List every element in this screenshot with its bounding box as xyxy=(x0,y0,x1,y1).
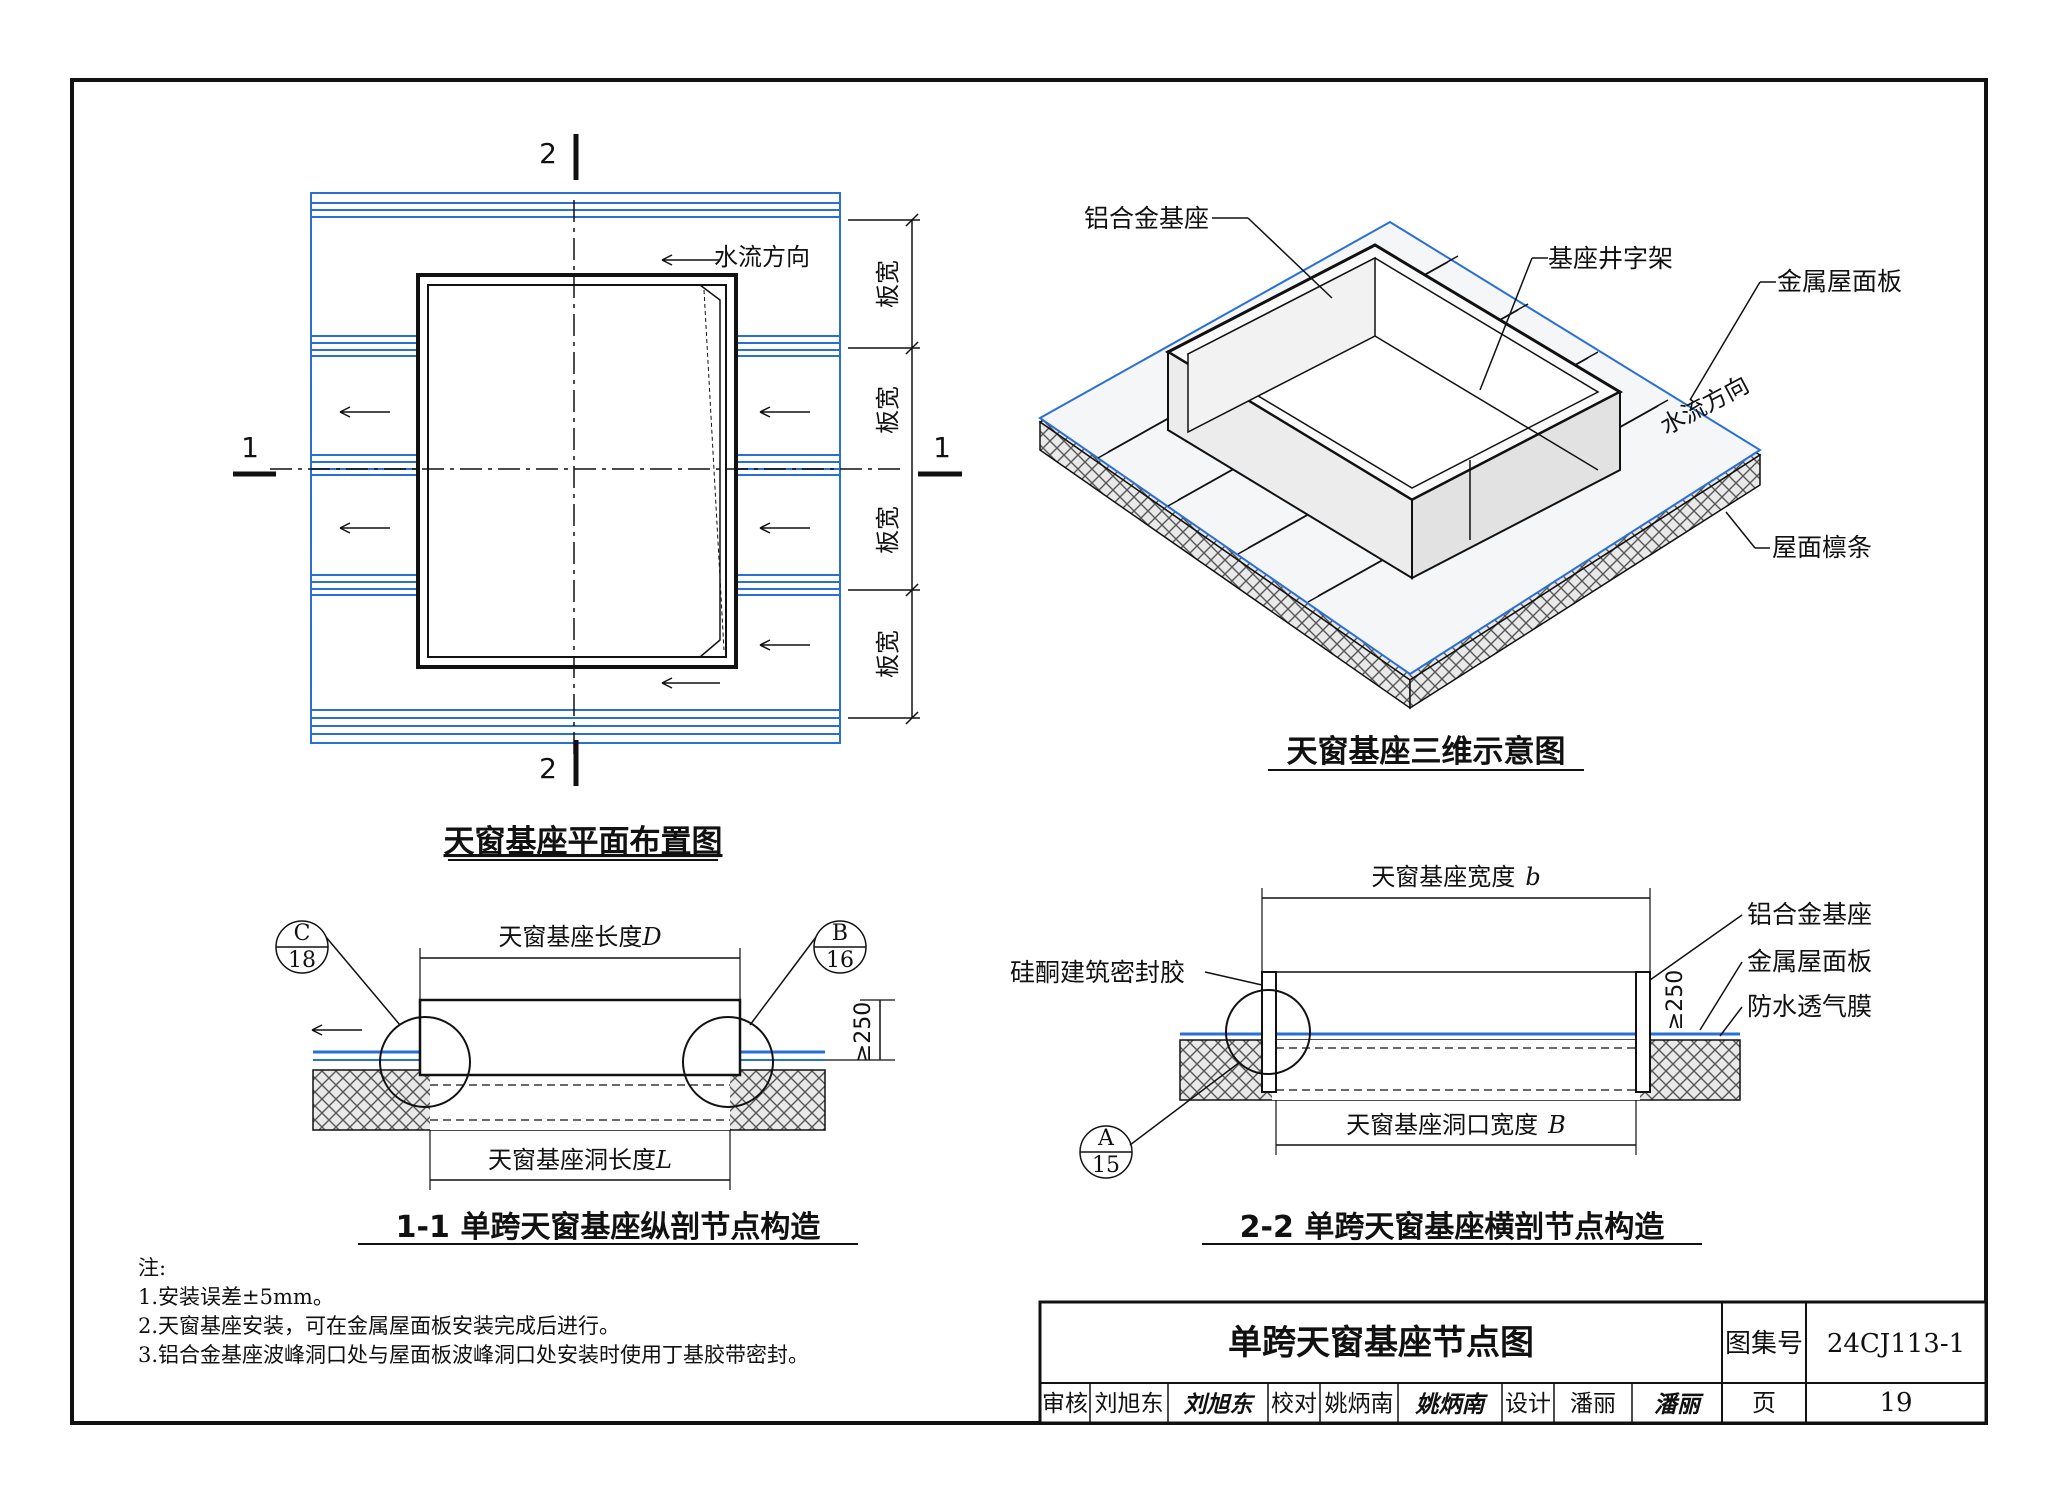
note-item: 2.天窗基座安装，可在金属屋面板安装完成后进行。 xyxy=(138,1314,621,1338)
plan-view-title: 天窗基座平面布置图 xyxy=(444,824,723,860)
flow-direction-label: 水流方向 xyxy=(714,243,810,271)
section11-hole-label: 天窗基座洞长度L xyxy=(488,1146,672,1174)
design-label: 设计 xyxy=(1505,1391,1551,1417)
panel-width-label-1: 板宽 xyxy=(874,260,902,308)
iso-label-base: 铝合金基座 xyxy=(1084,204,1209,233)
atlas-label: 图集号 xyxy=(1725,1329,1803,1359)
panel-width-label-2: 板宽 xyxy=(874,386,902,434)
title-block: 单跨天窗基座节点图 图集号 24CJ113-1 审核 刘旭东 刘旭东 校对 姚炳… xyxy=(1038,1300,1988,1425)
section22-label-sealant: 硅酮建筑密封胶 xyxy=(1010,958,1185,987)
callout-a-page: 15 xyxy=(1092,1153,1120,1178)
plan-view: 1 1 2 2 水流方向 板宽 板宽 板宽 板宽 xyxy=(233,134,962,861)
section11-height-label: ≥250 xyxy=(851,1002,876,1062)
page-label: 页 xyxy=(1752,1389,1776,1417)
note-item: 3.铝合金基座波峰洞口处与屋面板波峰洞口处安装时使用丁基胶带密封。 xyxy=(138,1343,810,1367)
section22-label-membrane: 防水透气膜 xyxy=(1747,992,1872,1021)
section22-title: 2-2 单跨天窗基座横剖节点构造 xyxy=(1240,1210,1665,1245)
detail-circle-a xyxy=(1225,989,1311,1075)
note-item: 1.安装误差±5mm。 xyxy=(138,1285,334,1309)
callout-b-letter: B xyxy=(832,921,848,946)
panel-width-label-4: 板宽 xyxy=(874,630,902,678)
detail-circle-b xyxy=(682,1016,774,1108)
isometric-view: 铝合金基座 基座井字架 金属屋面板 水流方向 屋面檩条 天窗基座三维示意图 xyxy=(1038,204,1902,771)
flow-arrows xyxy=(339,254,810,689)
section11-title: 1-1 单跨天窗基座纵剖节点构造 xyxy=(396,1210,821,1245)
section22-height-label: ≥250 xyxy=(1663,970,1688,1030)
section-1-1: 天窗基座长度D 天窗基座洞长度L ≥250 C 18 B 16 1-1 单跨天窗… xyxy=(275,920,895,1245)
page-number: 19 xyxy=(1879,1388,1912,1418)
section-1-right-label: 1 xyxy=(933,431,951,464)
section-1-left-label: 1 xyxy=(241,431,259,464)
panel-width-dims xyxy=(848,213,920,725)
check-signature: 姚炳南 xyxy=(1415,1391,1489,1418)
atlas-number: 24CJ113-1 xyxy=(1827,1329,1965,1359)
callout-c-page: 18 xyxy=(288,948,316,973)
base-frame-inner xyxy=(427,284,727,658)
design-signature: 潘丽 xyxy=(1654,1391,1704,1418)
drawing-title: 单跨天窗基座节点图 xyxy=(1228,1323,1534,1363)
check-name: 姚炳南 xyxy=(1325,1391,1394,1417)
iso-label-frame: 基座井字架 xyxy=(1548,244,1673,273)
review-signature: 刘旭东 xyxy=(1184,1391,1256,1418)
check-label: 校对 xyxy=(1271,1391,1317,1417)
review-label: 审核 xyxy=(1042,1391,1088,1417)
detail-circle-c xyxy=(379,1016,471,1108)
notes-block: 注: 1.安装误差±5mm。 2.天窗基座安装，可在金属屋面板安装完成后进行。 … xyxy=(138,1254,809,1370)
section-2-top-label: 2 xyxy=(539,137,557,170)
callout-c-letter: C xyxy=(294,921,311,946)
section11-length-label: 天窗基座长度D xyxy=(498,923,661,951)
iso-label-panel: 金属屋面板 xyxy=(1777,267,1902,296)
iso-label-purlin: 屋面檩条 xyxy=(1772,533,1872,562)
callout-b-page: 16 xyxy=(826,948,854,973)
design-name: 潘丽 xyxy=(1570,1391,1616,1417)
notes-heading: 注: xyxy=(138,1256,167,1280)
panel-width-label-3: 板宽 xyxy=(874,506,902,554)
section22-label-panel: 金属屋面板 xyxy=(1747,947,1872,976)
callout-a-letter: A xyxy=(1097,1126,1115,1151)
section-2-bottom-label: 2 xyxy=(539,752,557,785)
section11-base xyxy=(418,998,742,1077)
iso-view-title: 天窗基座三维示意图 xyxy=(1287,734,1566,770)
review-name: 刘旭东 xyxy=(1095,1391,1164,1417)
section22-label-base: 铝合金基座 xyxy=(1747,900,1872,929)
sheet-border xyxy=(70,78,1988,1425)
